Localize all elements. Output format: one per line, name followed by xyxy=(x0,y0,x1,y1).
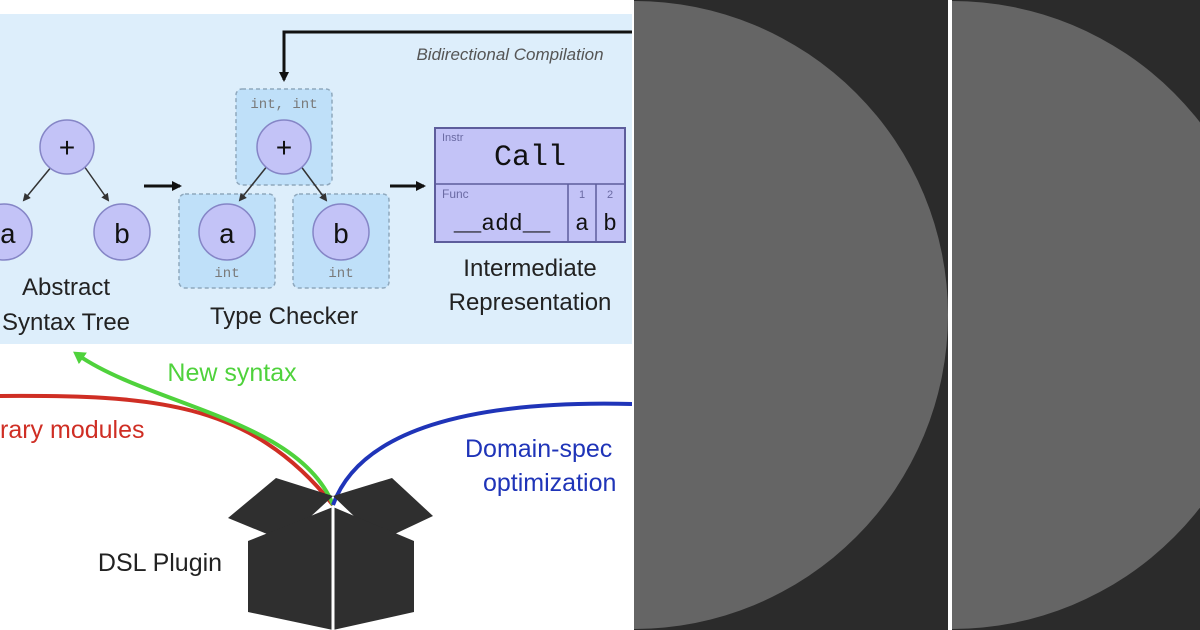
typechecker-right-type: int xyxy=(328,266,353,282)
half-disc-left xyxy=(634,1,948,629)
box-right-flap xyxy=(333,478,433,541)
ast-root-node xyxy=(39,119,95,175)
domain-specific-label-line2: optimization xyxy=(483,469,616,497)
compiler-diagram: Bidirectional Compilation + a b Abstract… xyxy=(0,14,632,630)
ir-instr-tag: Instr xyxy=(442,132,464,144)
ir-arg1-tag: 1 xyxy=(579,189,585,201)
side-panel-left xyxy=(634,0,948,630)
typechecker-caption: Type Checker xyxy=(210,303,358,330)
side-panel-left-svg xyxy=(634,1,948,629)
ast-left-node xyxy=(0,203,33,261)
ir-table-frame xyxy=(434,127,626,243)
ast-tree: + a b Abstract Syntax Tree xyxy=(0,119,151,336)
blue-flow-curve xyxy=(331,401,632,506)
domain-specific-label-line1: Domain-spec xyxy=(465,435,612,463)
side-panel-right xyxy=(952,0,1200,630)
ast-root-label: + xyxy=(59,135,76,166)
type-checker-tree: int, int + a int b int Type Checker xyxy=(178,88,390,330)
ast-caption-line1: Abstract xyxy=(22,274,110,301)
green-flow-curve xyxy=(73,351,335,506)
box-left-flap xyxy=(228,478,333,541)
ir-arg2-tag: 2 xyxy=(607,189,613,201)
typechecker-left-type: int xyxy=(214,266,239,282)
red-flow-curve xyxy=(0,393,335,507)
typechecker-left-node xyxy=(198,203,256,261)
ast-left-label: a xyxy=(0,221,16,252)
ir-caption-line1: Intermediate xyxy=(463,255,596,282)
ir-func-value: __add__ xyxy=(453,211,551,237)
dsl-plugin-label: DSL Plugin xyxy=(98,549,222,577)
feedback-arrow xyxy=(279,30,632,82)
ir-table: Instr Call Func __add__ 1 a 2 b Intermed… xyxy=(434,127,626,316)
typechecker-right-node xyxy=(312,203,370,261)
ast-right-label: b xyxy=(114,221,131,252)
compiler-diagram-svg: Bidirectional Compilation + a b Abstract… xyxy=(0,14,632,630)
typechecker-root-label: + xyxy=(276,135,293,166)
half-disc-right xyxy=(952,1,1200,629)
typechecker-edge-left xyxy=(238,164,269,202)
dsl-plugin-box-icon xyxy=(228,478,433,630)
feedback-label: Bidirectional Compilation xyxy=(416,45,603,64)
ir-arg1-value: a xyxy=(575,211,589,237)
side-panel-right-svg xyxy=(952,1,1200,629)
ast-right-node xyxy=(93,203,151,261)
ast-caption-line2: Syntax Tree xyxy=(2,309,130,336)
new-syntax-label: New syntax xyxy=(167,359,297,387)
typechecker-right-label: b xyxy=(333,221,350,252)
ir-func-tag: Func xyxy=(442,187,469,201)
library-modules-label: rary modules xyxy=(0,416,145,444)
ast-edge-left xyxy=(22,165,53,202)
typechecker-left-label: a xyxy=(219,221,236,252)
box-front-left xyxy=(248,507,333,630)
typechecker-root-type: int, int xyxy=(250,97,317,113)
ir-arg2-value: b xyxy=(603,211,617,237)
ir-instr-value: Call xyxy=(494,141,566,175)
typechecker-edge-right xyxy=(299,164,328,202)
ast-edge-right xyxy=(83,165,110,202)
box-front-right xyxy=(333,507,414,630)
typechecker-root-node xyxy=(256,119,312,175)
ir-caption-line2: Representation xyxy=(449,289,612,316)
